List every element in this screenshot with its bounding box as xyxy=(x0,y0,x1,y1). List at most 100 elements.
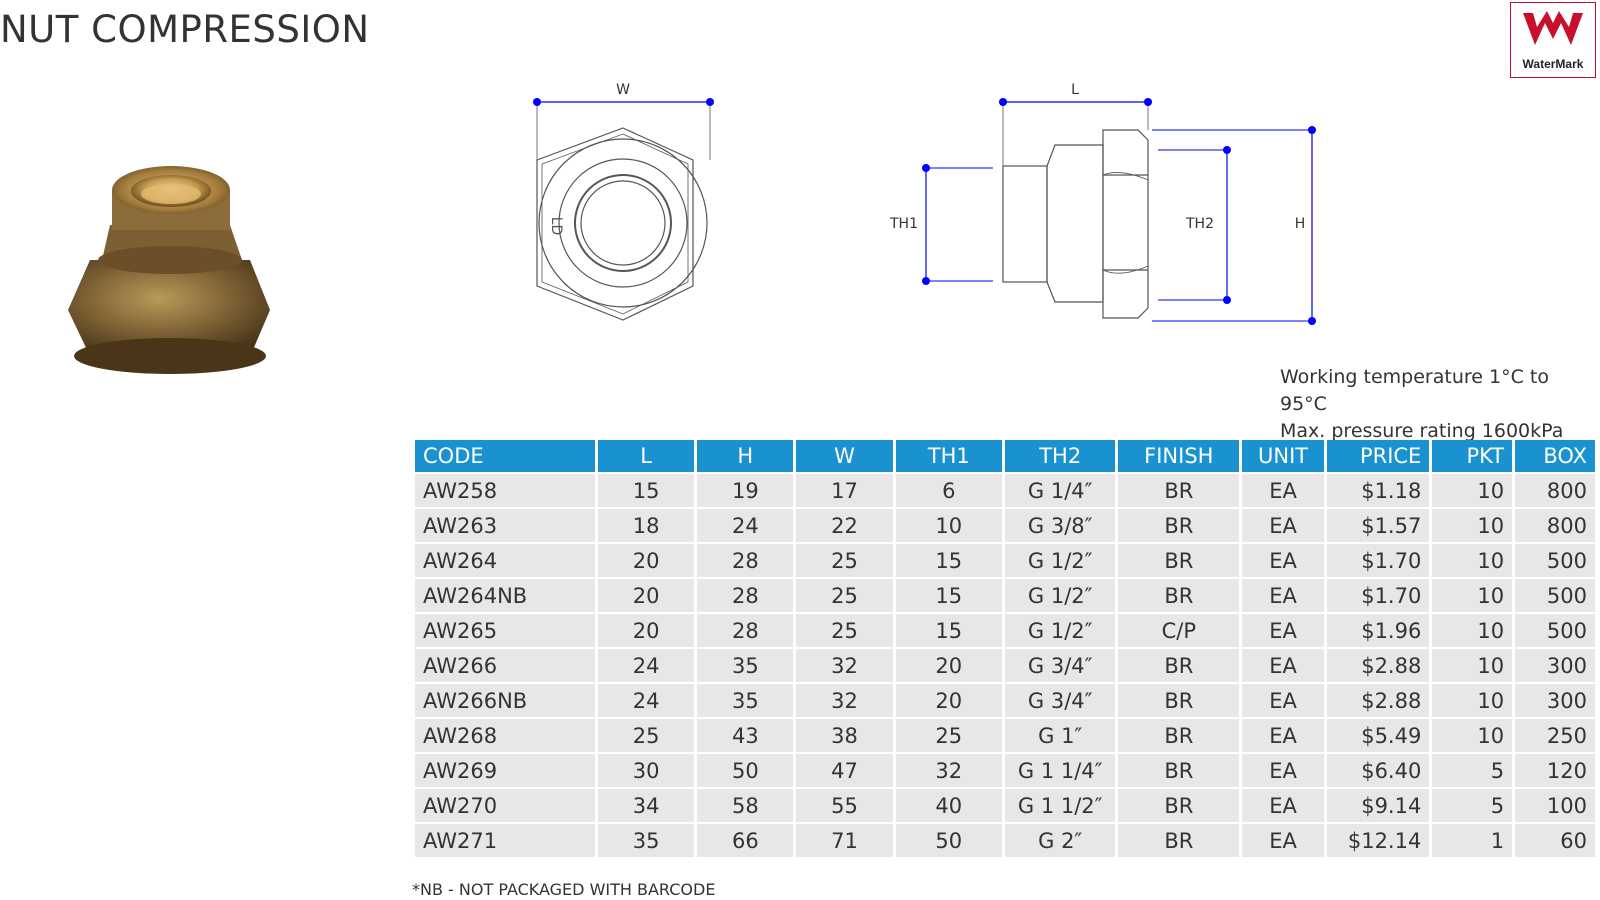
cell-price: $6.40 xyxy=(1327,754,1430,787)
cell-h: 58 xyxy=(697,789,794,822)
cell-th1: 15 xyxy=(895,544,1002,577)
cell-price: $12.14 xyxy=(1327,824,1430,857)
cell-code: AW266NB xyxy=(415,684,596,717)
cell-box: 800 xyxy=(1515,509,1595,542)
cell-code: AW266 xyxy=(415,649,596,682)
cell-unit: EA xyxy=(1242,754,1325,787)
cell-pkt: 10 xyxy=(1432,614,1513,647)
h-dimension xyxy=(1152,126,1316,325)
front-view xyxy=(536,127,708,321)
cell-l: 30 xyxy=(598,754,695,787)
cell-code: AW263 xyxy=(415,509,596,542)
cell-th1: 6 xyxy=(895,474,1002,507)
cell-pkt: 10 xyxy=(1432,719,1513,752)
cell-code: AW265 xyxy=(415,614,596,647)
cell-finish: BR xyxy=(1118,789,1240,822)
cell-th2: G 1 1/4″ xyxy=(1004,754,1116,787)
header-box: BOX xyxy=(1515,440,1595,472)
cell-h: 35 xyxy=(697,649,794,682)
cell-h: 19 xyxy=(697,474,794,507)
cell-th2: G 1/2″ xyxy=(1004,544,1116,577)
cell-h: 24 xyxy=(697,509,794,542)
footnote: *NB - NOT PACKAGED WITH BARCODE xyxy=(412,880,716,899)
cell-l: 24 xyxy=(598,684,695,717)
cell-th2: G 1/4″ xyxy=(1004,474,1116,507)
pressure-rating: Max. pressure rating 1600kPa xyxy=(1280,420,1564,442)
cell-finish: BR xyxy=(1118,824,1240,857)
cell-box: 500 xyxy=(1515,614,1595,647)
cell-l: 34 xyxy=(598,789,695,822)
cell-w: 17 xyxy=(796,474,893,507)
cell-box: 60 xyxy=(1515,824,1595,857)
cell-box: 100 xyxy=(1515,789,1595,822)
cell-pkt: 10 xyxy=(1432,649,1513,682)
cell-finish: BR xyxy=(1118,684,1240,717)
cell-price: $1.70 xyxy=(1327,579,1430,612)
cell-finish: BR xyxy=(1118,509,1240,542)
cell-unit: EA xyxy=(1242,474,1325,507)
cell-unit: EA xyxy=(1242,614,1325,647)
cell-th1: 15 xyxy=(895,614,1002,647)
cell-th2: G 2″ xyxy=(1004,824,1116,857)
header-th2: TH2 xyxy=(1004,440,1116,472)
working-temperature: Working temperature 1°C to 95°C xyxy=(1280,366,1549,415)
cell-th1: 20 xyxy=(895,684,1002,717)
cell-price: $1.18 xyxy=(1327,474,1430,507)
cell-l: 20 xyxy=(598,614,695,647)
cell-th2: G 3/4″ xyxy=(1004,649,1116,682)
watermark-logo: WaterMark xyxy=(1510,2,1596,78)
front-view-mark: LD xyxy=(548,217,564,236)
cell-w: 32 xyxy=(796,649,893,682)
cell-unit: EA xyxy=(1242,649,1325,682)
cell-w: 25 xyxy=(796,614,893,647)
cell-pkt: 10 xyxy=(1432,579,1513,612)
cell-box: 800 xyxy=(1515,474,1595,507)
cell-w: 71 xyxy=(796,824,893,857)
header-th1: TH1 xyxy=(895,440,1002,472)
cell-th1: 40 xyxy=(895,789,1002,822)
cell-l: 18 xyxy=(598,509,695,542)
cell-box: 300 xyxy=(1515,649,1595,682)
w-label: W xyxy=(616,82,630,98)
h-label: H xyxy=(1295,216,1306,232)
cell-h: 35 xyxy=(697,684,794,717)
cell-price: $2.88 xyxy=(1327,649,1430,682)
cell-price: $1.57 xyxy=(1327,509,1430,542)
cell-th1: 20 xyxy=(895,649,1002,682)
cell-box: 250 xyxy=(1515,719,1595,752)
cell-finish: BR xyxy=(1118,649,1240,682)
cell-code: AW264 xyxy=(415,544,596,577)
cell-l: 20 xyxy=(598,544,695,577)
cell-unit: EA xyxy=(1242,509,1325,542)
cell-th2: G 1/2″ xyxy=(1004,614,1116,647)
header-code: CODE xyxy=(415,440,596,472)
cell-finish: BR xyxy=(1118,474,1240,507)
cell-l: 35 xyxy=(598,824,695,857)
cell-l: 20 xyxy=(598,579,695,612)
cell-th2: G 1 1/2″ xyxy=(1004,789,1116,822)
cell-th2: G 3/8″ xyxy=(1004,509,1116,542)
cell-price: $2.88 xyxy=(1327,684,1430,717)
cell-price: $1.70 xyxy=(1327,544,1430,577)
cell-unit: EA xyxy=(1242,789,1325,822)
cell-unit: EA xyxy=(1242,719,1325,752)
th2-dimension xyxy=(1158,146,1231,304)
cell-w: 47 xyxy=(796,754,893,787)
header-unit: UNIT xyxy=(1242,440,1325,472)
cell-w: 55 xyxy=(796,789,893,822)
header-l: L xyxy=(598,440,695,472)
cell-code: AW271 xyxy=(415,824,596,857)
cell-unit: EA xyxy=(1242,684,1325,717)
cell-h: 28 xyxy=(697,579,794,612)
cell-l: 25 xyxy=(598,719,695,752)
